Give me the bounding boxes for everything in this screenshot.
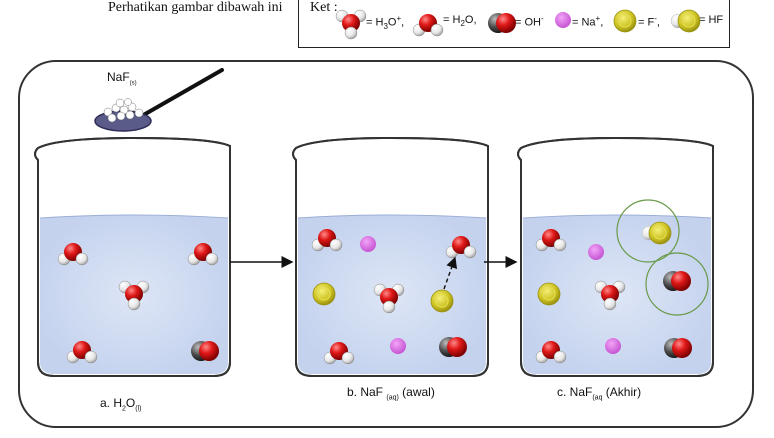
legend-h2o-icon xyxy=(412,13,444,37)
legend-label-h3o: = H3O+, xyxy=(366,14,405,31)
legend-f-icon xyxy=(613,9,637,33)
caption-beaker-b: b. NaF (aq) (awal) xyxy=(347,385,435,402)
diagram-frame xyxy=(18,60,754,428)
legend-hf-icon xyxy=(670,9,701,33)
legend-label-f: = F-, xyxy=(638,14,660,29)
legend-label-na: = Na+, xyxy=(572,14,604,29)
beaker-b xyxy=(292,137,489,377)
beaker-a xyxy=(34,137,231,377)
legend-oh-icon xyxy=(488,13,516,33)
legend-label-hf: = HF xyxy=(699,14,724,26)
legend-h3o-icon xyxy=(335,9,367,40)
beaker-c xyxy=(517,137,714,377)
highlight-ring-oh xyxy=(645,252,709,316)
dashed-arrow-transfer xyxy=(443,256,458,290)
legend-label-h2o: = H2O, xyxy=(443,14,477,29)
spoon-icon xyxy=(94,68,224,132)
legend-label-oh: = OH- xyxy=(515,14,544,29)
legend-title: Ket : xyxy=(310,0,338,15)
caption-beaker-a: a. H2O(l) xyxy=(100,396,142,413)
highlight-ring-hf xyxy=(616,199,680,263)
intro-text: Perhatikan gambar dibawah ini xyxy=(108,0,283,15)
legend-na-icon xyxy=(555,12,571,28)
caption-beaker-c: c. NaF(aq (Akhir) xyxy=(557,385,642,402)
spoon-label: NaF(s) xyxy=(107,70,137,87)
